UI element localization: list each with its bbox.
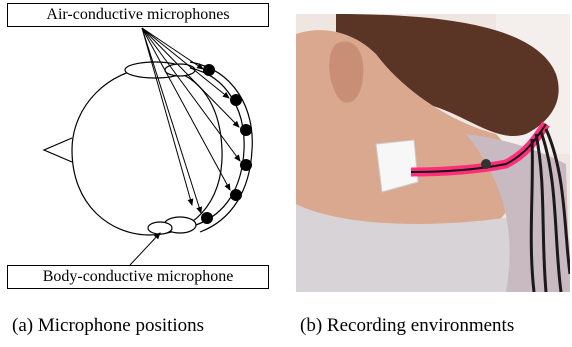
air-mic-6 [201, 212, 213, 224]
air-mic-arrows [142, 28, 240, 213]
air-mic-2 [230, 94, 242, 106]
recording-environment-photo [296, 14, 570, 292]
air-mic-4 [240, 159, 252, 171]
neckband-inner [190, 68, 244, 225]
body-mic-pad-inner [148, 222, 172, 234]
body-mic-arrow [130, 233, 160, 265]
body-conductive-label: Body-conductive microphone [7, 265, 269, 289]
air-mic-5 [230, 189, 242, 201]
nose-outline [44, 138, 72, 162]
air-mic-1 [203, 64, 215, 76]
caption-recording-environments: (b) Recording environments [300, 313, 514, 339]
caption-microphone-positions: (a) Microphone positions [12, 313, 204, 339]
air-conductive-label: Air-conductive microphones [7, 3, 269, 27]
air-mic-3 [240, 124, 252, 136]
